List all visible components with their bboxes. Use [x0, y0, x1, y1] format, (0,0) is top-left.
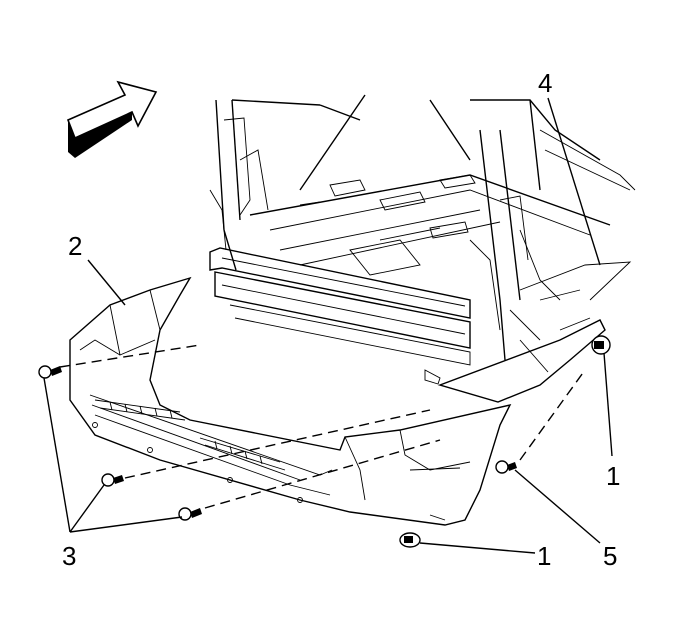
- leader-lines: [43, 97, 613, 554]
- bolt-left-middle: [101, 473, 124, 487]
- bolt-left-lower: [178, 507, 202, 521]
- push-pin-retainer-upper: [591, 335, 611, 355]
- vehicle-body: [209, 94, 636, 403]
- callout-1-upper: 1: [606, 461, 620, 491]
- callout-2: 2: [68, 231, 82, 261]
- callout-3: 3: [62, 541, 76, 571]
- callout-4: 4: [538, 68, 552, 98]
- callout-1-lower: 1: [537, 541, 551, 571]
- bumper-fascia: [69, 276, 512, 526]
- push-pin-retainer-lower: [399, 532, 421, 548]
- callout-5: 5: [603, 541, 617, 571]
- direction-arrow-icon: [66, 80, 158, 158]
- bolt-right: [495, 460, 517, 474]
- bolt-left-upper: [38, 365, 62, 379]
- alignment-lines: [59, 344, 586, 509]
